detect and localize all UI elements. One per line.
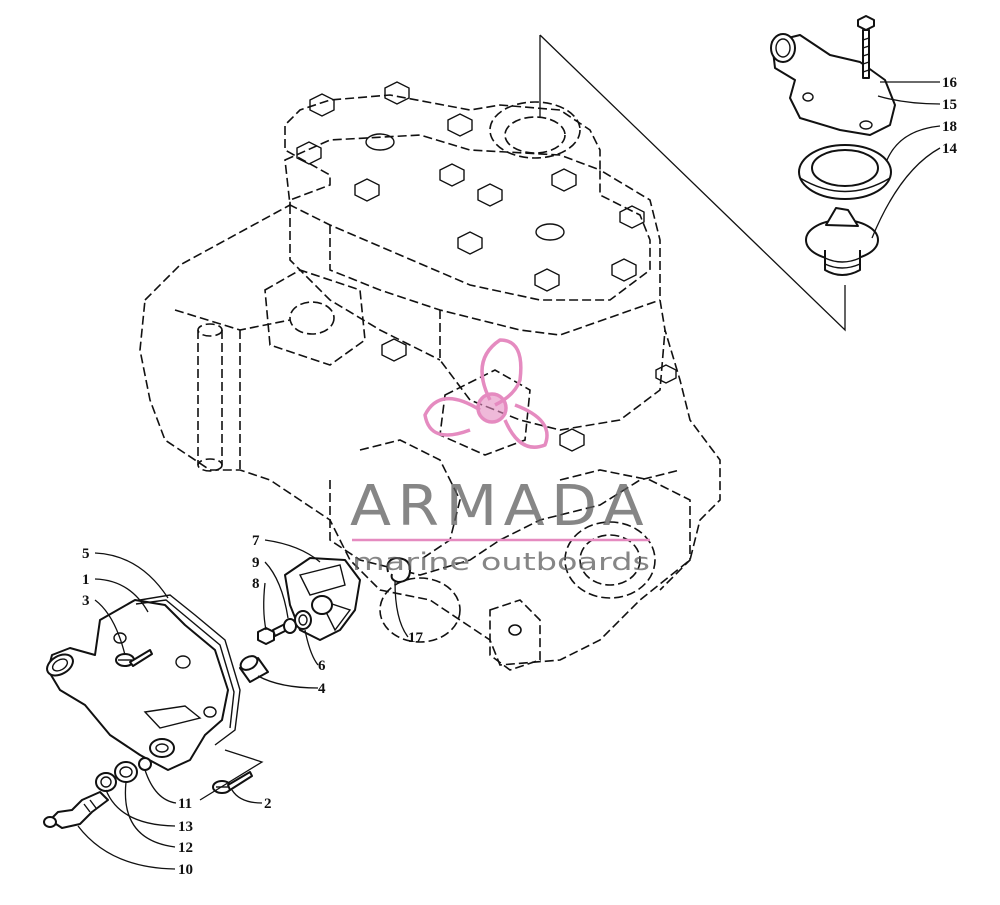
callout-labels: 16 15 18 14 5 1 3 7 9 8 6 4 17 2 11 13 1…	[82, 75, 958, 878]
washer-13	[95, 772, 117, 792]
callout-7: 7	[252, 533, 260, 549]
pump-cover	[46, 599, 229, 771]
pump-gasket	[139, 594, 241, 746]
washer-6	[294, 610, 312, 630]
impeller-bolt	[257, 623, 288, 645]
group-bracket-line	[539, 34, 846, 332]
thermostat-assembly	[539, 15, 896, 332]
callout-9: 9	[252, 555, 260, 571]
callout-11: 11	[178, 796, 192, 812]
thermostat-seal	[798, 144, 892, 200]
callout-4: 4	[318, 681, 326, 697]
drain-fitting	[43, 791, 109, 829]
thermostat	[805, 207, 879, 276]
callout-13: 13	[178, 819, 193, 835]
shaft-spacer	[239, 655, 269, 683]
engine-block	[139, 81, 721, 671]
callout-18: 18	[942, 119, 957, 135]
water-pump-assembly	[43, 594, 253, 829]
callout-1: 1	[82, 572, 90, 588]
watermark-tagline: marine outboards	[352, 548, 650, 576]
leader-lines	[77, 81, 941, 870]
housing-bolt	[857, 15, 875, 79]
washer-12	[114, 761, 138, 783]
callout-6: 6	[318, 658, 326, 674]
callout-3: 3	[82, 593, 90, 609]
cover-screw-3	[115, 649, 153, 667]
oring-11	[138, 757, 152, 771]
thermostat-housing	[770, 33, 896, 136]
head-bolt-group	[296, 81, 677, 452]
callout-15: 15	[942, 97, 957, 113]
callout-14: 14	[942, 141, 958, 157]
callout-12: 12	[178, 840, 193, 856]
callout-16: 16	[942, 75, 958, 91]
impeller-assembly	[239, 557, 411, 683]
watermark: ARMADA marine outboards	[350, 338, 650, 576]
watermark-brand: ARMADA	[350, 474, 650, 539]
callout-10: 10	[178, 862, 193, 878]
callout-2: 2	[264, 796, 272, 812]
callout-17: 17	[408, 630, 424, 646]
propeller-logo-icon	[423, 338, 549, 449]
callout-5: 5	[82, 546, 90, 562]
circlip	[386, 557, 411, 583]
callout-8: 8	[252, 576, 260, 592]
